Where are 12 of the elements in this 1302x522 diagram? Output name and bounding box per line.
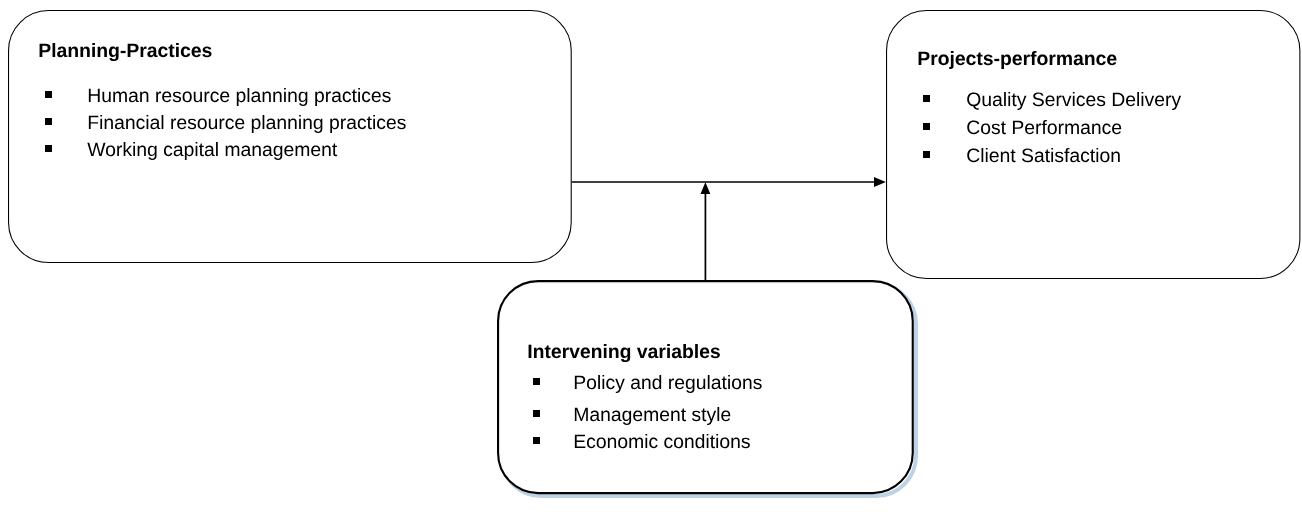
list-item: Management style — [574, 407, 731, 425]
heading: Intervening variables — [528, 344, 720, 363]
list-item: Financial resource planning practices — [88, 115, 406, 133]
list-item: Policy and regulations — [574, 375, 762, 393]
heading: Planning-Practices — [39, 43, 212, 62]
list-item: Human resource planning practices — [88, 88, 391, 106]
list-item: Working capital management — [87, 142, 338, 160]
list-item: Client Satisfaction — [967, 148, 1120, 163]
list-item: Economic conditions — [574, 434, 750, 449]
list-item: Quality Services Delivery — [967, 92, 1182, 110]
heading: Projects-performance — [918, 51, 1117, 69]
list-item: Cost Performance — [967, 120, 1122, 135]
